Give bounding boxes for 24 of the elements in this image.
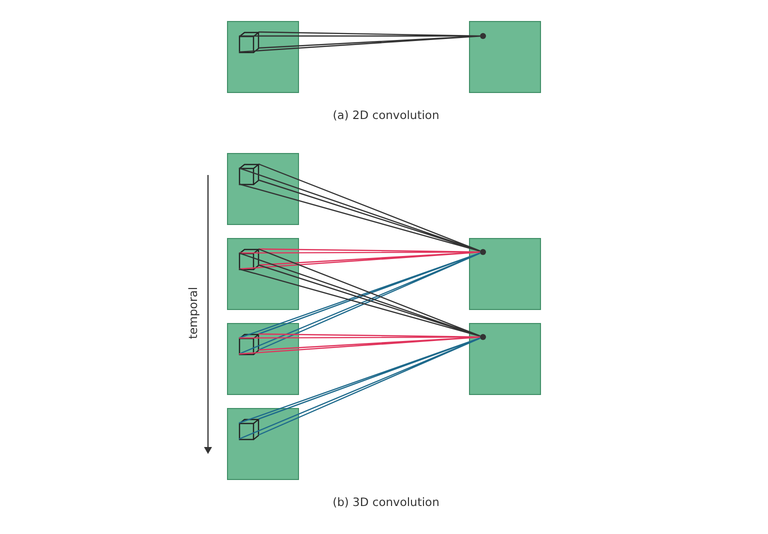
connection-lines: [238, 252, 481, 355]
feature-map-square: [227, 323, 299, 395]
kernel-cube: [238, 32, 259, 53]
feature-map-square: [469, 21, 541, 93]
caption: (b) 3D convolution: [332, 495, 440, 509]
kernel-cube: [238, 418, 259, 440]
caption: (a) 2D convolution: [332, 108, 440, 122]
feature-map-square: [469, 323, 541, 395]
connection-lines: [238, 248, 481, 337]
kernel-cube: [238, 164, 259, 185]
connection-lines: [238, 31, 481, 53]
feature-map-square: [227, 238, 299, 310]
output-dot: [480, 32, 486, 39]
kernel-cube: [238, 334, 259, 355]
connection-lines: [238, 163, 481, 252]
feature-map-square: [227, 153, 299, 225]
axis-label: temporal: [186, 286, 200, 340]
feature-map-square: [227, 21, 299, 93]
feature-map-square: [469, 238, 541, 310]
connection-lines: [238, 248, 481, 270]
connection-lines: [238, 337, 481, 440]
connection-lines: [238, 333, 481, 355]
kernel-cube: [238, 248, 259, 270]
feature-map-square: [227, 408, 299, 480]
